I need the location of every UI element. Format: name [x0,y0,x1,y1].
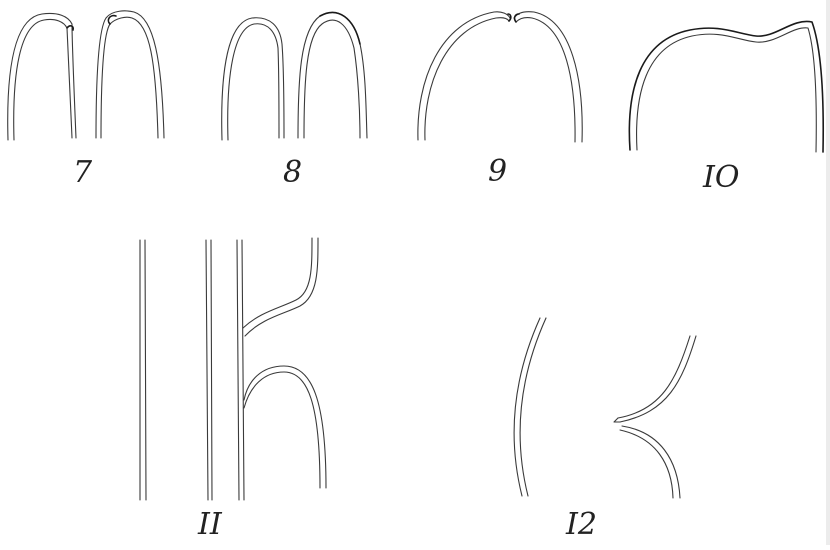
figure-label: 7 [73,158,92,188]
page-edge [826,0,830,545]
figure-label: II [198,510,222,540]
figure-label: 9 [488,157,507,187]
figure-10-drawing [629,21,823,152]
figure-11-drawing [140,238,326,500]
figure-label: I2 [566,510,597,540]
figure-12-drawing [514,318,696,498]
figure-9-drawing [418,12,582,142]
figure-label: 8 [283,158,302,188]
figure-label: IO [703,163,739,193]
figure-8-drawing [222,12,367,140]
figure-7-drawing [8,11,164,140]
